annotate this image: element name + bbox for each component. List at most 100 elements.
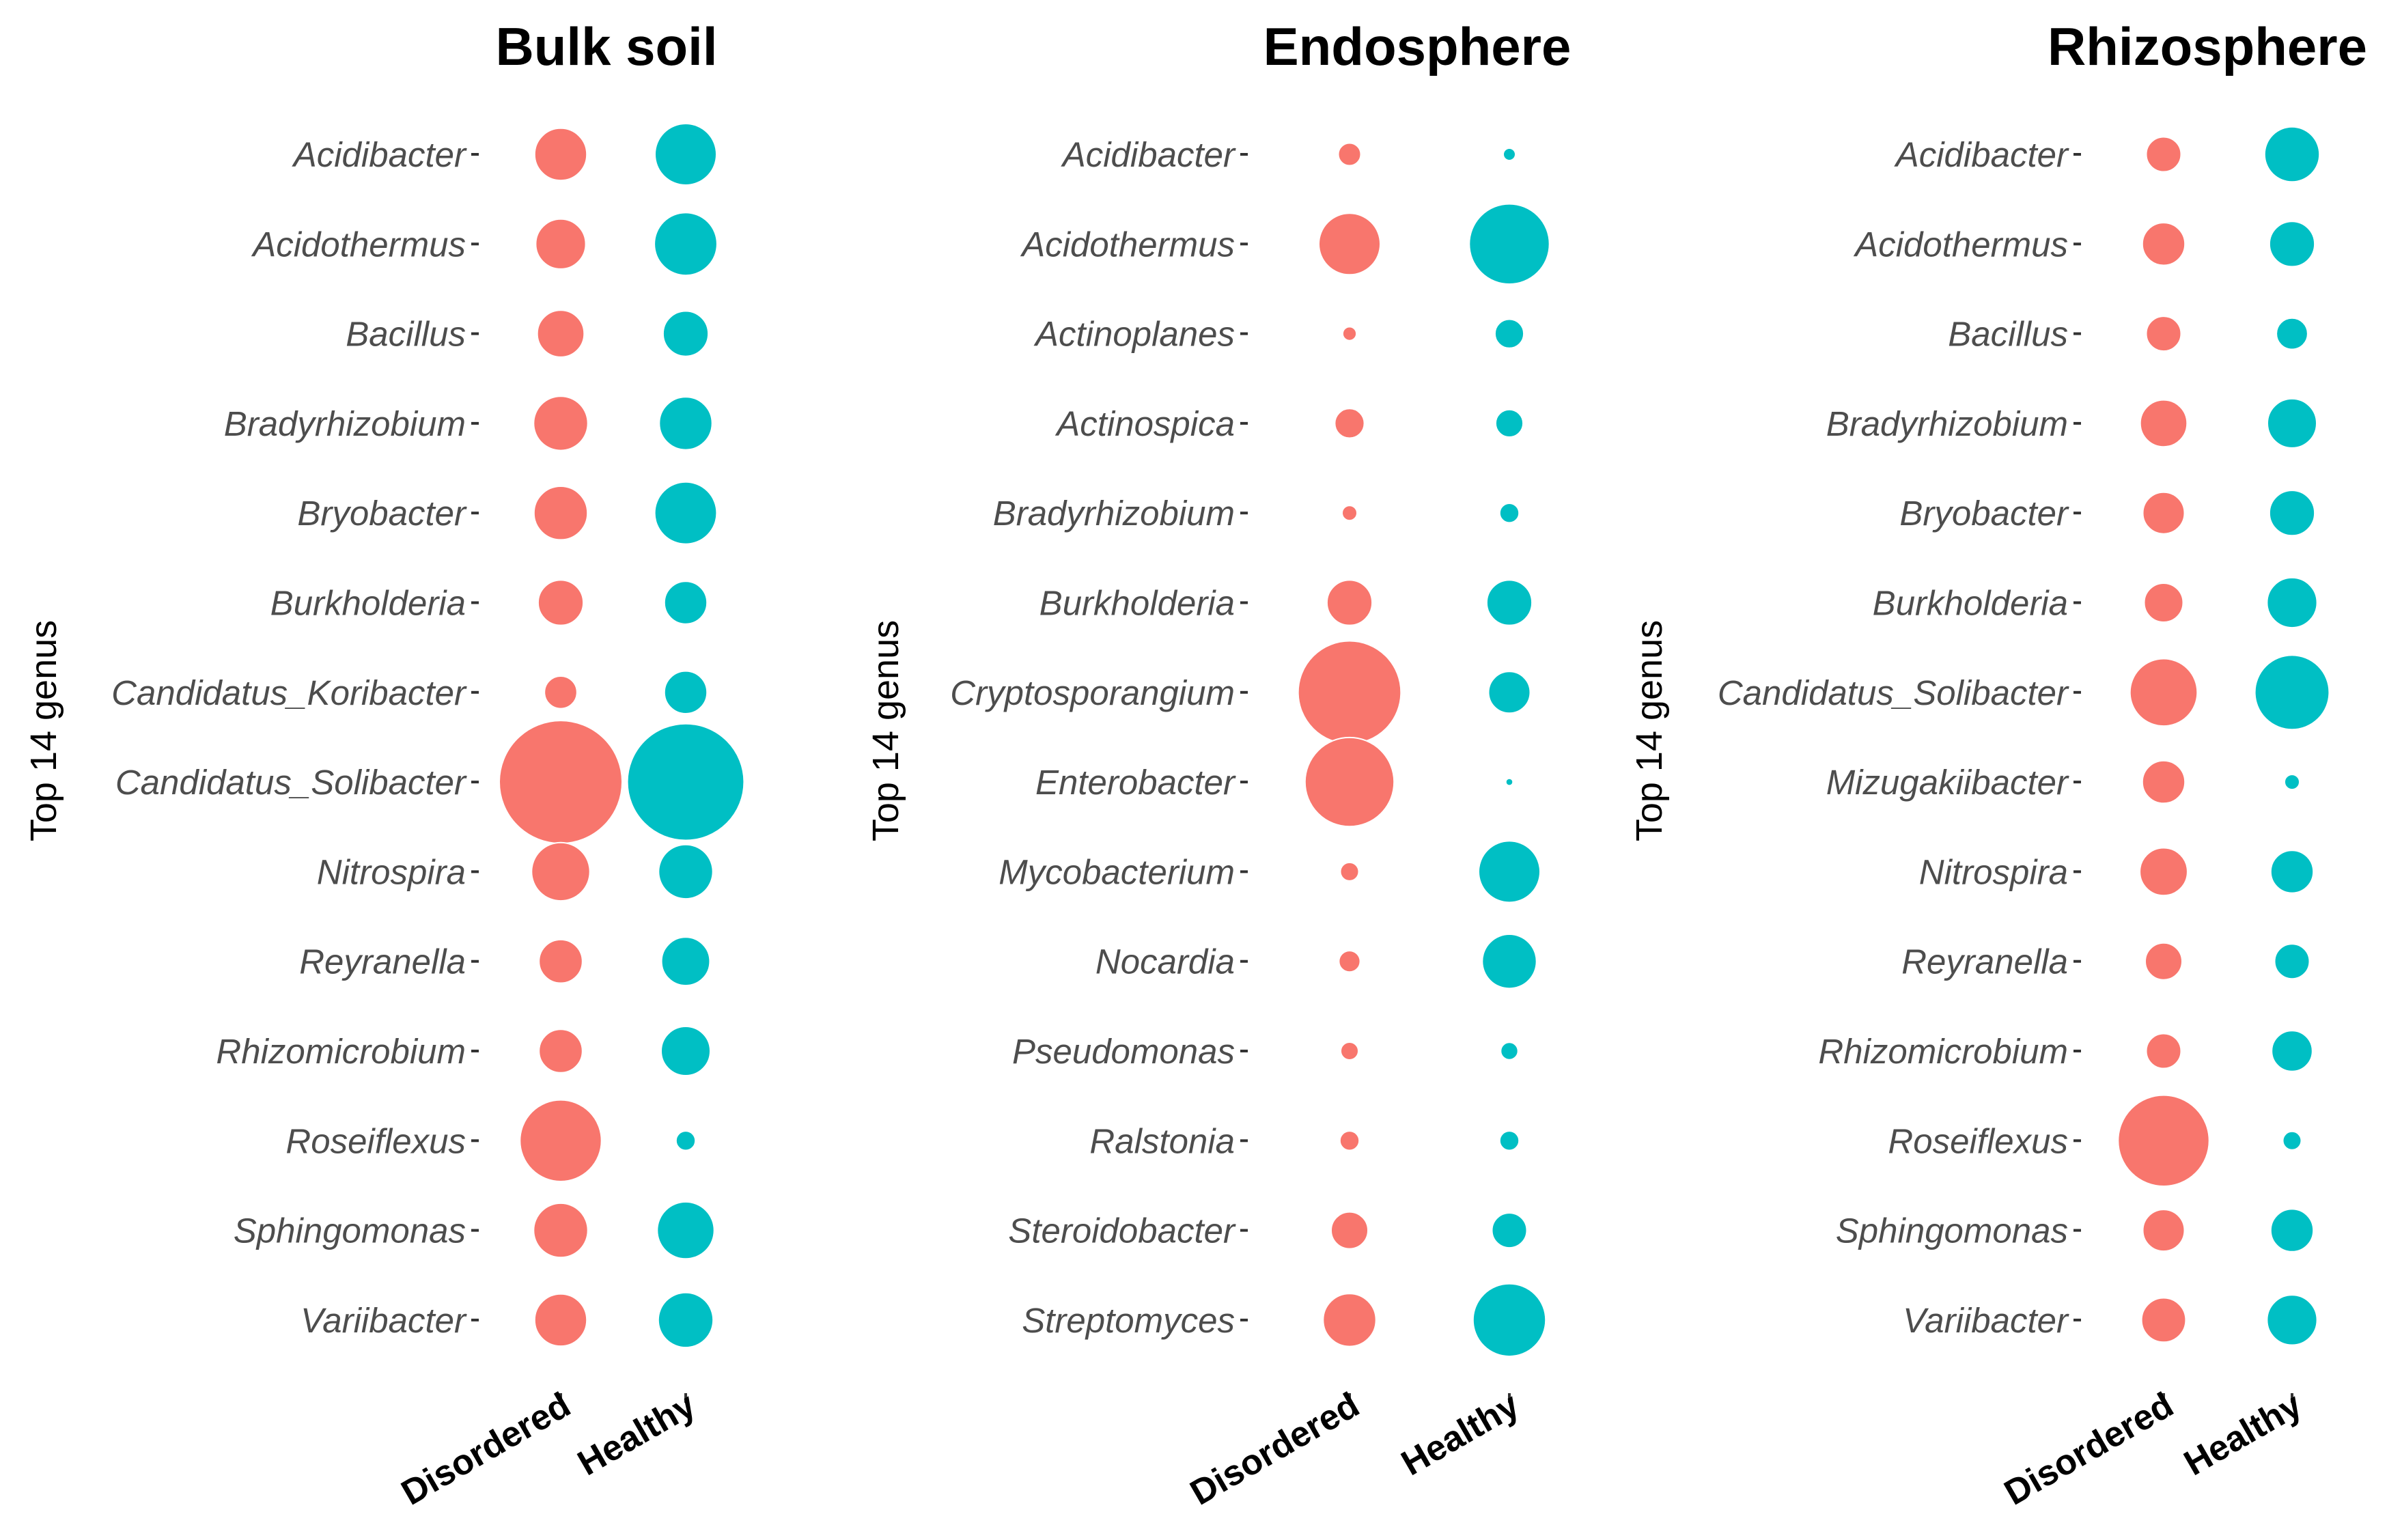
bubble-healthy-bradyrhizobium (1498, 503, 1520, 524)
bubble-disordered-burkholderia (1326, 579, 1373, 626)
bubble-disordered-bryobacter (533, 486, 589, 541)
bubble-healthy-reyranella (660, 936, 711, 987)
y-tick-label: Bradyrhizobium (224, 404, 466, 443)
bubble-disordered-acidothermus (1318, 212, 1381, 276)
bubble-disordered-roseiflexus (2117, 1094, 2210, 1188)
y-axis-title: Top 14 genus (865, 620, 906, 841)
bubble-healthy-acidothermus (654, 212, 718, 277)
y-tick-label: Acidibacter (292, 135, 467, 174)
bubble-healthy-rhizomicrobium (2271, 1030, 2313, 1072)
x-tick-label-healthy: Healthy (2177, 1385, 2308, 1483)
bubble-disordered-bacillus (536, 309, 585, 358)
bubble-disordered-steroidobacter (1330, 1211, 1369, 1250)
bubble-healthy-actinoplanes (1494, 318, 1525, 349)
y-tick-label: Variibacter (1903, 1301, 2069, 1340)
bubble-healthy-nitrospira (2270, 850, 2315, 894)
y-tick-label: Reyranella (1901, 942, 2068, 981)
bubble-disordered-acidothermus (2141, 222, 2186, 266)
bubble-disordered-sphingomonas (533, 1202, 589, 1259)
bubble-disordered-nitrospira (2139, 847, 2188, 897)
y-tick-label: Rhizomicrobium (1818, 1032, 2068, 1071)
y-axis-title: Top 14 genus (1629, 620, 1670, 841)
bubble-healthy-bradyrhizobium (658, 396, 713, 451)
y-tick-label: Acidibacter (1061, 135, 1236, 174)
bubble-healthy-bacillus (2276, 317, 2308, 350)
bubble-disordered-mizugakiibacter (2141, 759, 2186, 804)
y-tick-label: Nocardia (1095, 942, 1235, 981)
bubble-disordered-bryobacter (2142, 491, 2185, 535)
bubble-disordered-acidibacter (533, 127, 588, 182)
y-tick-label: Actinoplanes (1033, 315, 1235, 354)
y-tick-label: Burkholderia (270, 584, 466, 623)
bubble-healthy-mycobacterium (1478, 840, 1541, 904)
bubble-healthy-burkholderia (2266, 576, 2318, 629)
y-tick-label: Steroidobacter (1008, 1212, 1236, 1250)
bubble-disordered-reyranella (2145, 942, 2183, 981)
y-tick-label: Acidibacter (1894, 135, 2069, 174)
panel-title: Endosphere (1263, 16, 1572, 76)
y-tick-label: Ralstonia (1089, 1121, 1235, 1160)
y-tick-label: Acidothermus (1853, 225, 2068, 264)
bubble-healthy-reyranella (2274, 943, 2310, 980)
panel-title: Rhizosphere (2048, 16, 2367, 76)
bubble-disordered-actinospica (1334, 408, 1365, 439)
bubble-disordered-bacillus (2145, 316, 2182, 352)
bubble-disordered-enterobacter (1304, 736, 1395, 828)
bubble-healthy-bacillus (662, 310, 710, 357)
bubble-disordered-bradyrhizobium (2139, 399, 2188, 448)
y-tick-label: Burkholderia (1039, 584, 1235, 623)
bubble-healthy-acidibacter (2263, 126, 2321, 183)
y-tick-label: Bradyrhizobium (1826, 404, 2068, 443)
bubble-healthy-bryobacter (654, 481, 718, 545)
y-tick-label: Streptomyces (1022, 1301, 1235, 1340)
bubble-disordered-candidatus_solibacter (2129, 658, 2198, 727)
bubble-disordered-burkholderia (2143, 583, 2184, 623)
y-tick-label: Bryobacter (1899, 494, 2069, 533)
bubble-disordered-variibacter (533, 1293, 588, 1347)
bubble-disordered-burkholderia (537, 579, 585, 626)
y-tick-label: Variibacter (301, 1301, 467, 1340)
bubble-healthy-streptomyces (1472, 1283, 1547, 1358)
bubble-healthy-bradyrhizobium (2267, 397, 2317, 449)
y-tick-label: Bradyrhizobium (993, 494, 1235, 533)
bubble-healthy-bryobacter (2268, 490, 2316, 537)
bubble-healthy-roseiflexus (675, 1130, 697, 1151)
bubble-healthy-sphingomonas (656, 1201, 715, 1260)
y-tick-label: Bacillus (1948, 315, 2068, 354)
bubble-disordered-ralstonia (1339, 1130, 1360, 1151)
y-tick-label: Sphingomonas (234, 1212, 466, 1250)
bubble-healthy-nocardia (1481, 934, 1537, 990)
bubble-disordered-sphingomonas (2142, 1209, 2185, 1252)
y-tick-label: Candidatus_Solibacter (1718, 673, 2069, 712)
y-tick-label: Pseudomonas (1012, 1032, 1235, 1071)
y-tick-label: Mycobacterium (998, 852, 1235, 891)
y-tick-label: Bacillus (346, 315, 466, 354)
x-tick-label-disordered: Disordered (1184, 1385, 1366, 1513)
y-tick-label: Roseiflexus (1888, 1121, 2068, 1160)
bubble-disordered-rhizomicrobium (2145, 1033, 2182, 1069)
bubble-healthy-cryptosporangium (1488, 671, 1531, 714)
bubble-disordered-acidothermus (535, 218, 587, 270)
panel-title: Bulk soil (495, 16, 717, 76)
y-tick-label: Mizugakiibacter (1826, 763, 2069, 802)
bubble-healthy-variibacter (2266, 1294, 2318, 1346)
bubble-healthy-roseiflexus (2282, 1130, 2302, 1151)
bubble-disordered-bradyrhizobium (533, 395, 589, 451)
bubble-disordered-nitrospira (531, 841, 591, 902)
bubble-disordered-variibacter (2140, 1297, 2187, 1343)
bubble-disordered-rhizomicrobium (538, 1028, 583, 1074)
y-tick-label: Roseiflexus (285, 1121, 466, 1160)
y-tick-label: Nitrospira (317, 852, 466, 891)
bubble-disordered-actinoplanes (1341, 326, 1358, 341)
bubble-disordered-mycobacterium (1339, 861, 1360, 882)
bubble-healthy-candidatus_solibacter (2254, 654, 2330, 731)
bubble-disordered-acidibacter (2145, 136, 2182, 173)
bubble-disordered-pseudomonas (1340, 1041, 1359, 1061)
bubble-disordered-bradyrhizobium (1341, 505, 1358, 522)
x-tick-label-disordered: Disordered (1998, 1385, 2180, 1513)
bubble-disordered-acidibacter (1337, 142, 1362, 167)
